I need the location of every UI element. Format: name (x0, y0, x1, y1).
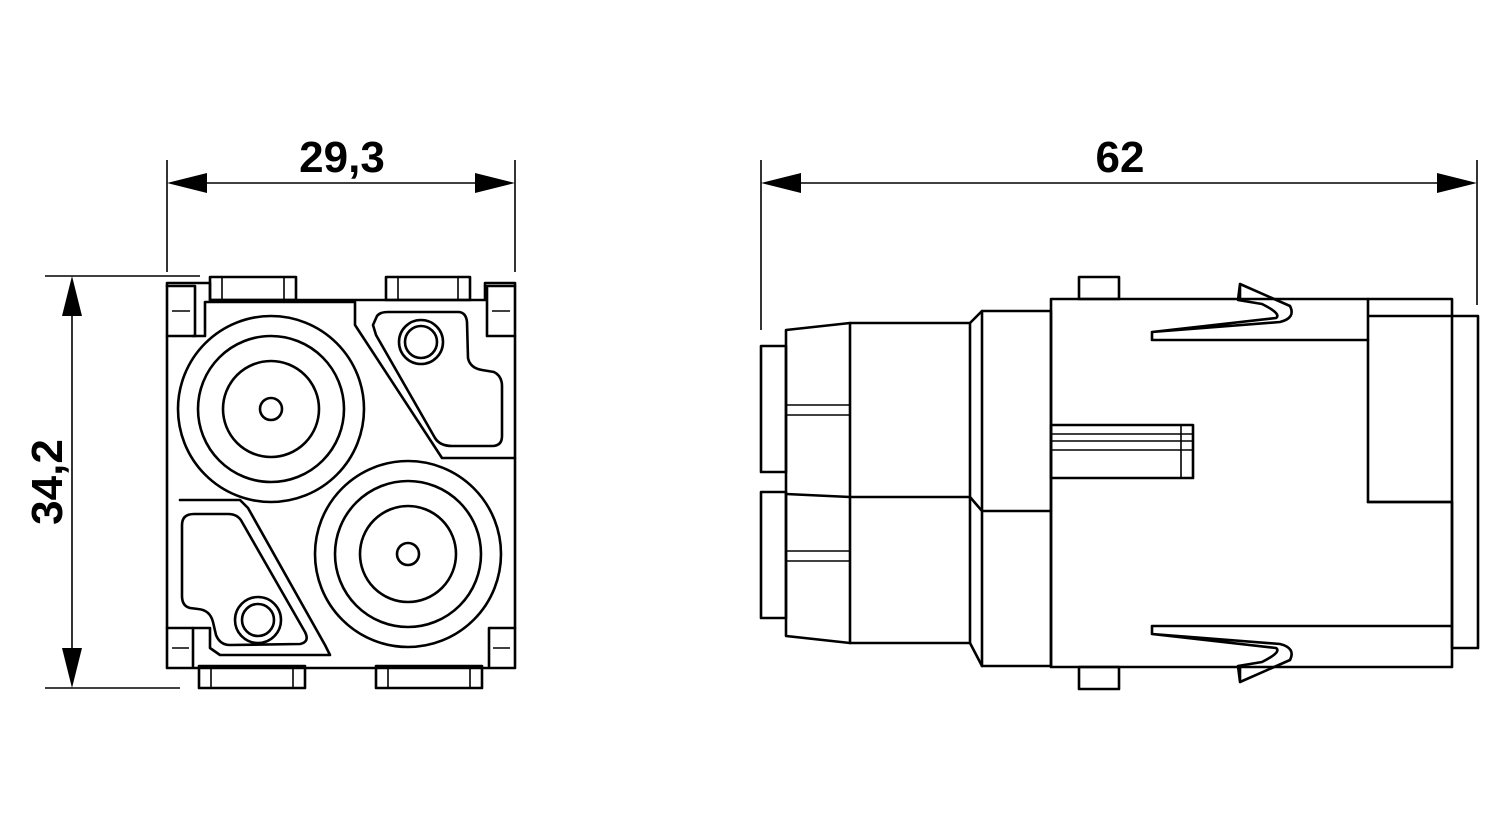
top-latch-right (384, 275, 472, 302)
upper-latch-arm (1150, 282, 1370, 342)
front-view (165, 275, 517, 690)
front-width-dimension: 29,3 (166, 133, 516, 272)
upper-contact (176, 314, 366, 504)
side-length-dimension: 62 (760, 133, 1478, 330)
nose-upper-block (759, 344, 788, 474)
front-taper-section (784, 309, 1053, 668)
corner-tab-bottom-left (165, 626, 195, 668)
front-taper-centerline (784, 492, 1053, 513)
upper-pocket (371, 310, 504, 448)
top-latch-left (208, 275, 298, 302)
side-top-tab (1077, 275, 1121, 301)
front-height-dimension: 34,2 (23, 275, 200, 689)
center-slider (1049, 423, 1195, 480)
lower-pocket (180, 512, 308, 647)
lower-latch-arm (1150, 624, 1454, 684)
bottom-latch-right (374, 664, 484, 690)
front-inner-outline (191, 300, 517, 460)
bottom-latch-left (197, 664, 307, 690)
side-length-label: 62 (1096, 133, 1145, 182)
lower-pocket-hole-outer (233, 595, 283, 645)
nose-lower-block (759, 490, 788, 620)
upper-pocket-hole-inner (403, 324, 439, 360)
front-inner-outline-lower (178, 498, 332, 657)
lower-contact (313, 459, 503, 649)
rear-end-cap (1366, 297, 1480, 650)
front-width-label: 29,3 (299, 133, 385, 182)
main-body (1049, 297, 1454, 669)
corner-tab-bottom-right (487, 626, 517, 668)
side-view (759, 275, 1480, 691)
lower-pocket-hole-inner (240, 602, 276, 638)
front-height-label: 34,2 (23, 439, 72, 525)
upper-pocket-hole-outer (397, 318, 445, 366)
front-body-outline (165, 281, 517, 670)
corner-tab-top-right (485, 284, 517, 338)
side-bottom-tab (1077, 665, 1121, 691)
corner-tab-top-left (165, 284, 197, 338)
